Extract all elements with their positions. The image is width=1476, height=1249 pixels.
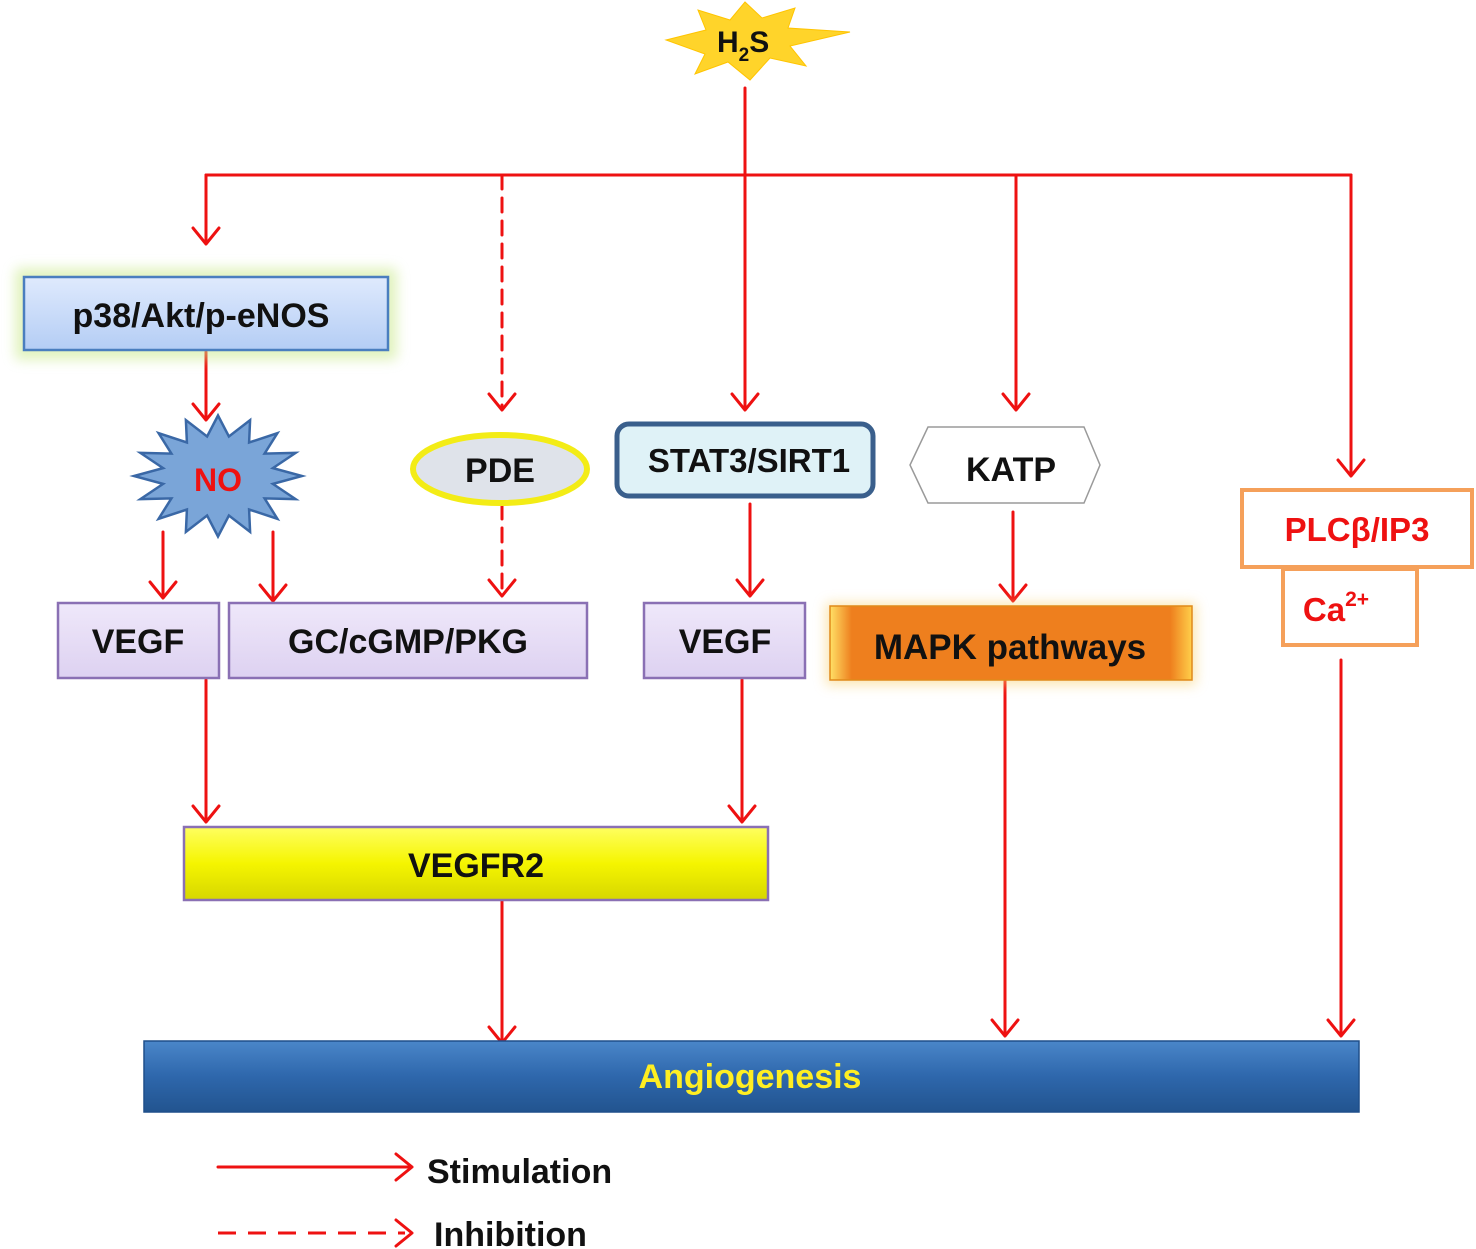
legend-solid-arrow: [216, 1152, 414, 1182]
arrow-no-to-vegf: [148, 530, 178, 600]
no-label: NO: [194, 462, 242, 498]
arrow-h2s-to-katp: [1001, 173, 1031, 412]
legend-stimulation-label: Stimulation: [427, 1153, 612, 1191]
vegf-left-node: VEGF: [56, 601, 221, 680]
arrow-ca-to-angio: [1326, 658, 1356, 1038]
vegf-left-box: [56, 601, 221, 680]
p38-box: [22, 275, 390, 352]
katp-hexagon: [909, 426, 1101, 504]
ca-box: [1281, 567, 1419, 647]
legend-dashed-arrow-head: [394, 1218, 414, 1248]
vegf-mid-node: VEGF: [642, 601, 807, 680]
legend-stimulation: Stimulation: [216, 1152, 612, 1191]
mapk-label: MAPK pathways: [874, 628, 1146, 667]
arrow-no-to-gc: [258, 530, 288, 603]
vegfr2-box: [182, 825, 770, 902]
gc-node: GC/cGMP/PKG: [227, 601, 589, 680]
plc-box: [1240, 488, 1474, 569]
legend-inhibition: Inhibition: [218, 1216, 587, 1249]
arrow-katp-to-mapk: [998, 510, 1028, 603]
no-node: NO: [129, 412, 307, 540]
angiogenesis-bar: [143, 1040, 1360, 1113]
p38-label: p38/Akt/p-eNOS: [73, 297, 330, 335]
stat3-label: STAT3/SIRT1: [648, 442, 850, 479]
h2s-burst-shape: [664, 1, 851, 81]
gc-label: GC/cGMP/PKG: [288, 623, 528, 661]
pde-node: PDE: [410, 432, 590, 506]
angiogenesis-node: Angiogenesis: [143, 1040, 1360, 1113]
ca-node: Ca2+: [1281, 567, 1419, 647]
arrow-pde-to-gc-head: [487, 578, 517, 598]
arrow-vegf-to-vegfr2: [191, 678, 221, 824]
stat3-box: [614, 421, 876, 499]
ca-label: Ca2+: [1303, 588, 1369, 628]
katp-node: KATP: [909, 426, 1101, 504]
arrow-h2s-to-p38: [191, 173, 221, 246]
arrow-h2s-to-plc: [1336, 173, 1366, 478]
no-star-shape: [129, 412, 307, 540]
arrow-mapk-to-angio: [990, 678, 1020, 1038]
arrow-p38-to-no: [191, 350, 221, 422]
mapk-node: MAPK pathways: [826, 603, 1196, 685]
gc-box: [227, 601, 589, 680]
katp-label: KATP: [966, 451, 1056, 489]
h2s-node: H2S: [664, 1, 851, 81]
h2s-label: H2S: [717, 26, 769, 66]
legend: Stimulation Inhibition: [216, 1152, 612, 1249]
arrow-stat3-to-vegf: [735, 502, 765, 598]
plc-node: PLCβ/IP3: [1240, 488, 1474, 569]
vegf-mid-box: [642, 601, 807, 680]
legend-inhibition-label: Inhibition: [434, 1216, 587, 1249]
connectors: [148, 86, 1366, 1045]
vegf-mid-label: VEGF: [679, 623, 772, 661]
vegfr2-node: VEGFR2: [182, 825, 770, 902]
angiogenesis-label: Angiogenesis: [639, 1058, 862, 1096]
arrow-h2s-to-stat3: [730, 173, 760, 412]
pde-label: PDE: [465, 452, 535, 490]
vegfr2-label: VEGFR2: [408, 847, 544, 885]
pde-ellipse: [410, 432, 590, 506]
p38-node: p38/Akt/p-eNOS: [15, 268, 397, 360]
vegf-left-label: VEGF: [92, 623, 185, 661]
stat3-node: STAT3/SIRT1: [614, 421, 876, 499]
arrow-vegfr2-to-angio: [487, 898, 517, 1045]
arrow-h2s-to-pde-head: [487, 392, 517, 412]
plc-label: PLCβ/IP3: [1285, 511, 1430, 548]
arrow-vegf2-to-vegfr2: [727, 678, 757, 824]
mapk-box: [829, 605, 1193, 681]
